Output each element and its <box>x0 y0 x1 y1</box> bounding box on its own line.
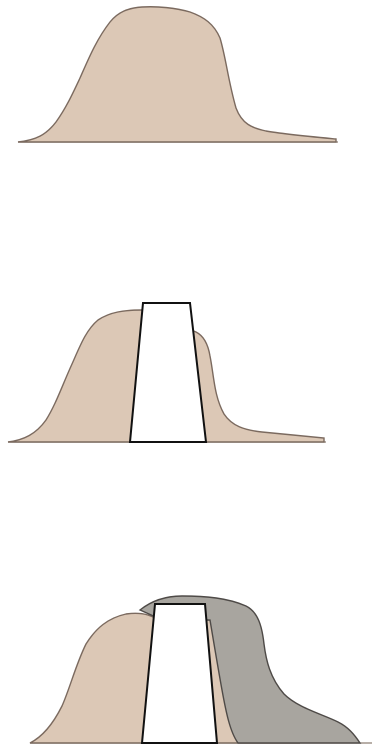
dam-2 <box>128 302 208 443</box>
panel-displaced <box>29 595 372 744</box>
panel-dam-inserted <box>7 302 326 443</box>
displaced-material-3 <box>138 595 362 744</box>
panel-original <box>17 6 338 143</box>
mound-1 <box>17 6 337 143</box>
dam-3 <box>140 603 219 744</box>
